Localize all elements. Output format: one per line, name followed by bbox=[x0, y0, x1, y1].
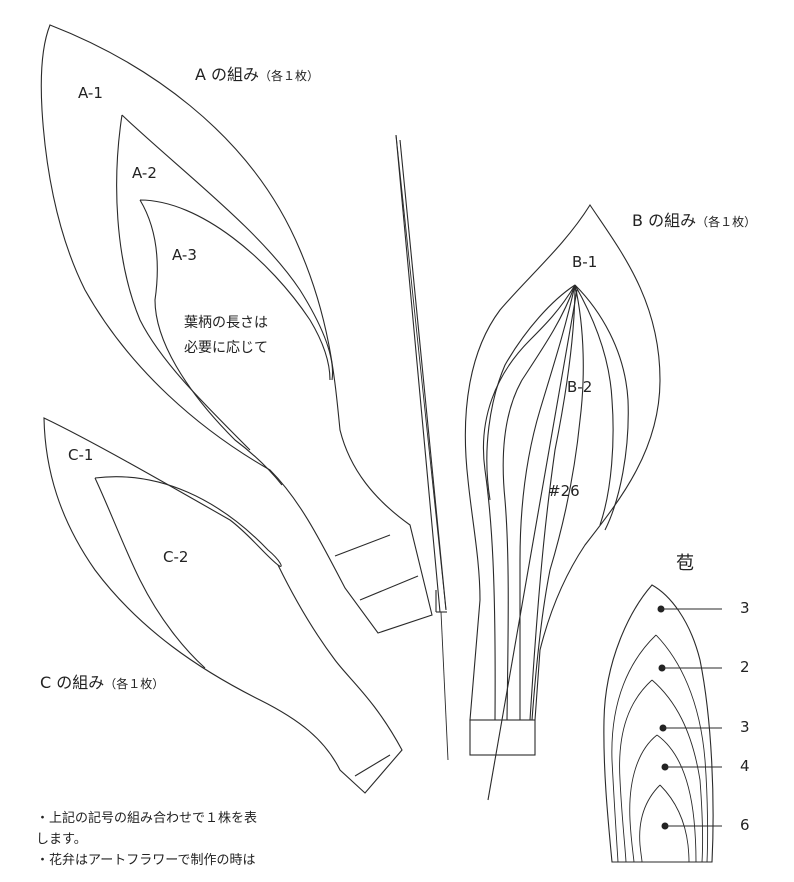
group-b-count: （各１枚） bbox=[696, 215, 757, 229]
part-label-b1: B-1 bbox=[572, 253, 598, 271]
leaf-b1-outline bbox=[464, 203, 661, 721]
group-c-title: C の組み（各１枚） bbox=[40, 675, 164, 691]
note-line-3: ・花弁はアートフラワーで制作の時は bbox=[36, 853, 256, 868]
part-label-c1: C-1 bbox=[68, 446, 94, 464]
stem-note-line1: 葉柄の長さは bbox=[184, 315, 268, 331]
leaf-group-b bbox=[464, 203, 661, 801]
part-label-a3: A-3 bbox=[172, 246, 197, 264]
leaf-a2-outline bbox=[116, 114, 334, 451]
group-a-title-text: A の組み bbox=[195, 65, 260, 84]
bract-outer bbox=[603, 584, 714, 863]
leaf-c2-outline bbox=[94, 476, 282, 669]
leaf-group-a bbox=[40, 24, 433, 634]
group-a-count: （各１枚） bbox=[259, 69, 320, 83]
bract-count-4: 4 bbox=[740, 757, 750, 775]
note-line-1: ・上記の記号の組み合わせで１株を表 bbox=[36, 811, 258, 826]
stem-note-line2: 必要に応じて bbox=[184, 340, 268, 356]
wire-needle bbox=[395, 134, 449, 761]
note-line-2: します。 bbox=[36, 832, 87, 847]
leaf-a3-outline bbox=[139, 199, 331, 486]
bract-count-3: 3 bbox=[740, 718, 750, 736]
part-label-a1: A-1 bbox=[78, 84, 103, 102]
wire-gauge-label: #26 bbox=[548, 482, 580, 500]
group-c-count: （各１枚） bbox=[104, 677, 165, 691]
bract-diagram bbox=[603, 584, 722, 863]
bract-count-5: 6 bbox=[740, 816, 750, 834]
part-label-b2: B-2 bbox=[567, 378, 593, 396]
group-b-title-text: B の組み bbox=[632, 211, 697, 230]
bract-count-2: 2 bbox=[740, 658, 750, 676]
group-b-title: B の組み（各１枚） bbox=[632, 213, 756, 229]
leaf-group-c bbox=[43, 417, 403, 794]
leaf-a1-outline bbox=[40, 24, 433, 634]
bract-count-1: 3 bbox=[740, 599, 750, 617]
part-label-c2: C-2 bbox=[163, 548, 189, 566]
group-c-title-text: C の組み bbox=[40, 673, 105, 692]
bract-title: 苞 bbox=[676, 553, 694, 574]
leaf-c1-outline bbox=[43, 417, 403, 794]
part-label-a2: A-2 bbox=[132, 164, 157, 182]
group-a-title: A の組み（各１枚） bbox=[195, 67, 319, 83]
